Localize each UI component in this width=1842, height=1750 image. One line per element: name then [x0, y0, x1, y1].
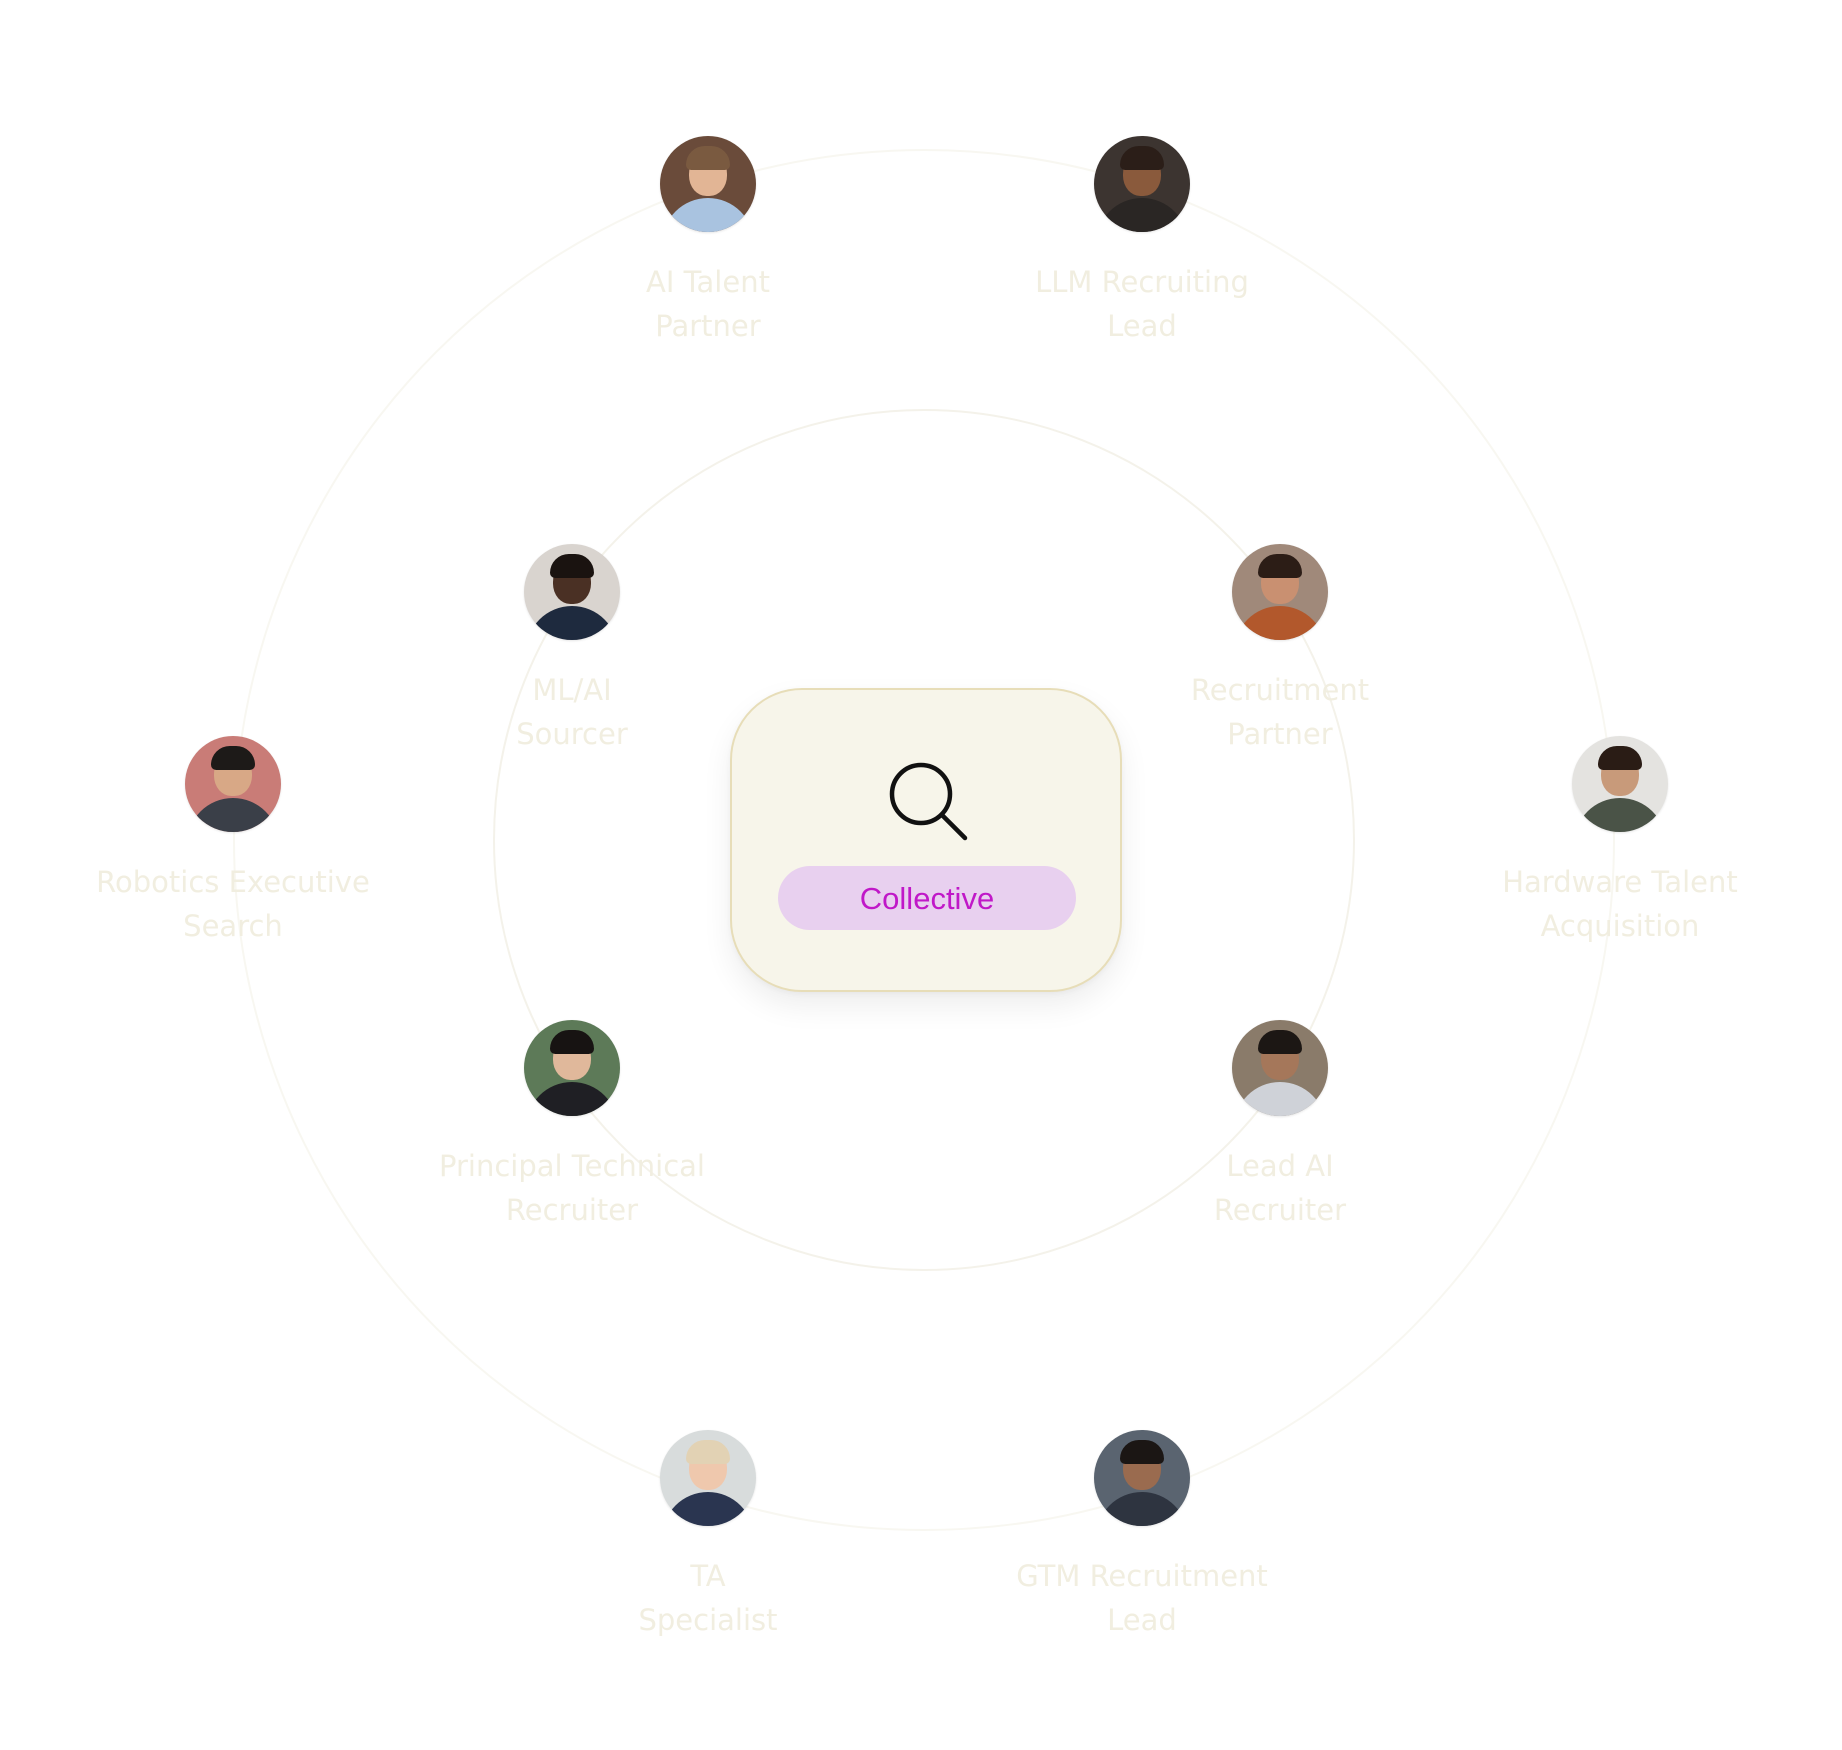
search-icon [889, 762, 968, 841]
avatar [660, 136, 756, 232]
avatar [660, 1430, 756, 1526]
avatar [1232, 1020, 1328, 1116]
avatar [1094, 1430, 1190, 1526]
avatar [1232, 544, 1328, 640]
avatar [524, 1020, 620, 1116]
collective-button[interactable]: Collective [778, 866, 1076, 930]
avatar [524, 544, 620, 640]
collective-card: Collective [730, 688, 1122, 992]
avatar [185, 736, 281, 832]
avatar [1572, 736, 1668, 832]
avatar [1094, 136, 1190, 232]
